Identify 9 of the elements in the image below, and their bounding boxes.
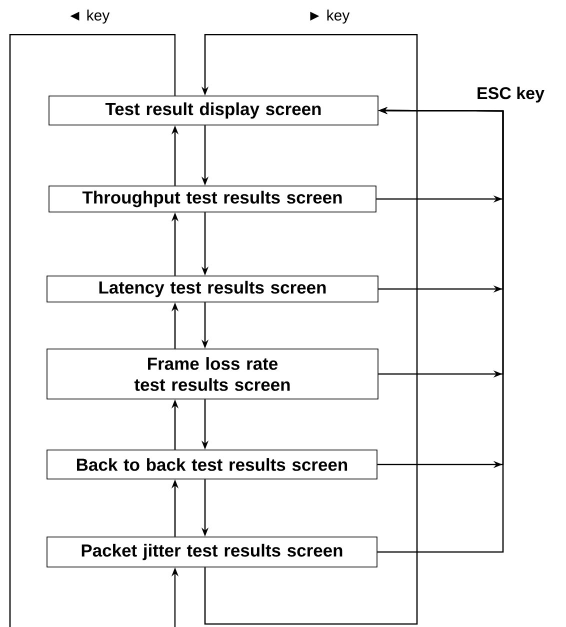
screen-box: Back to back test results screen: [46, 450, 378, 480]
screen-box: Test result display screen: [48, 96, 378, 126]
key-label: ESC key: [475, 86, 546, 104]
screen-box: Latency test results screen: [46, 276, 378, 302]
screen-box: Frame loss rate test results screen: [46, 348, 378, 400]
screen-box: Packet jitter test results screen: [46, 536, 378, 568]
screen-box: Throughput test results screen: [48, 186, 376, 212]
key-label: ► key: [306, 8, 351, 25]
key-label: ◄ key: [66, 8, 111, 25]
